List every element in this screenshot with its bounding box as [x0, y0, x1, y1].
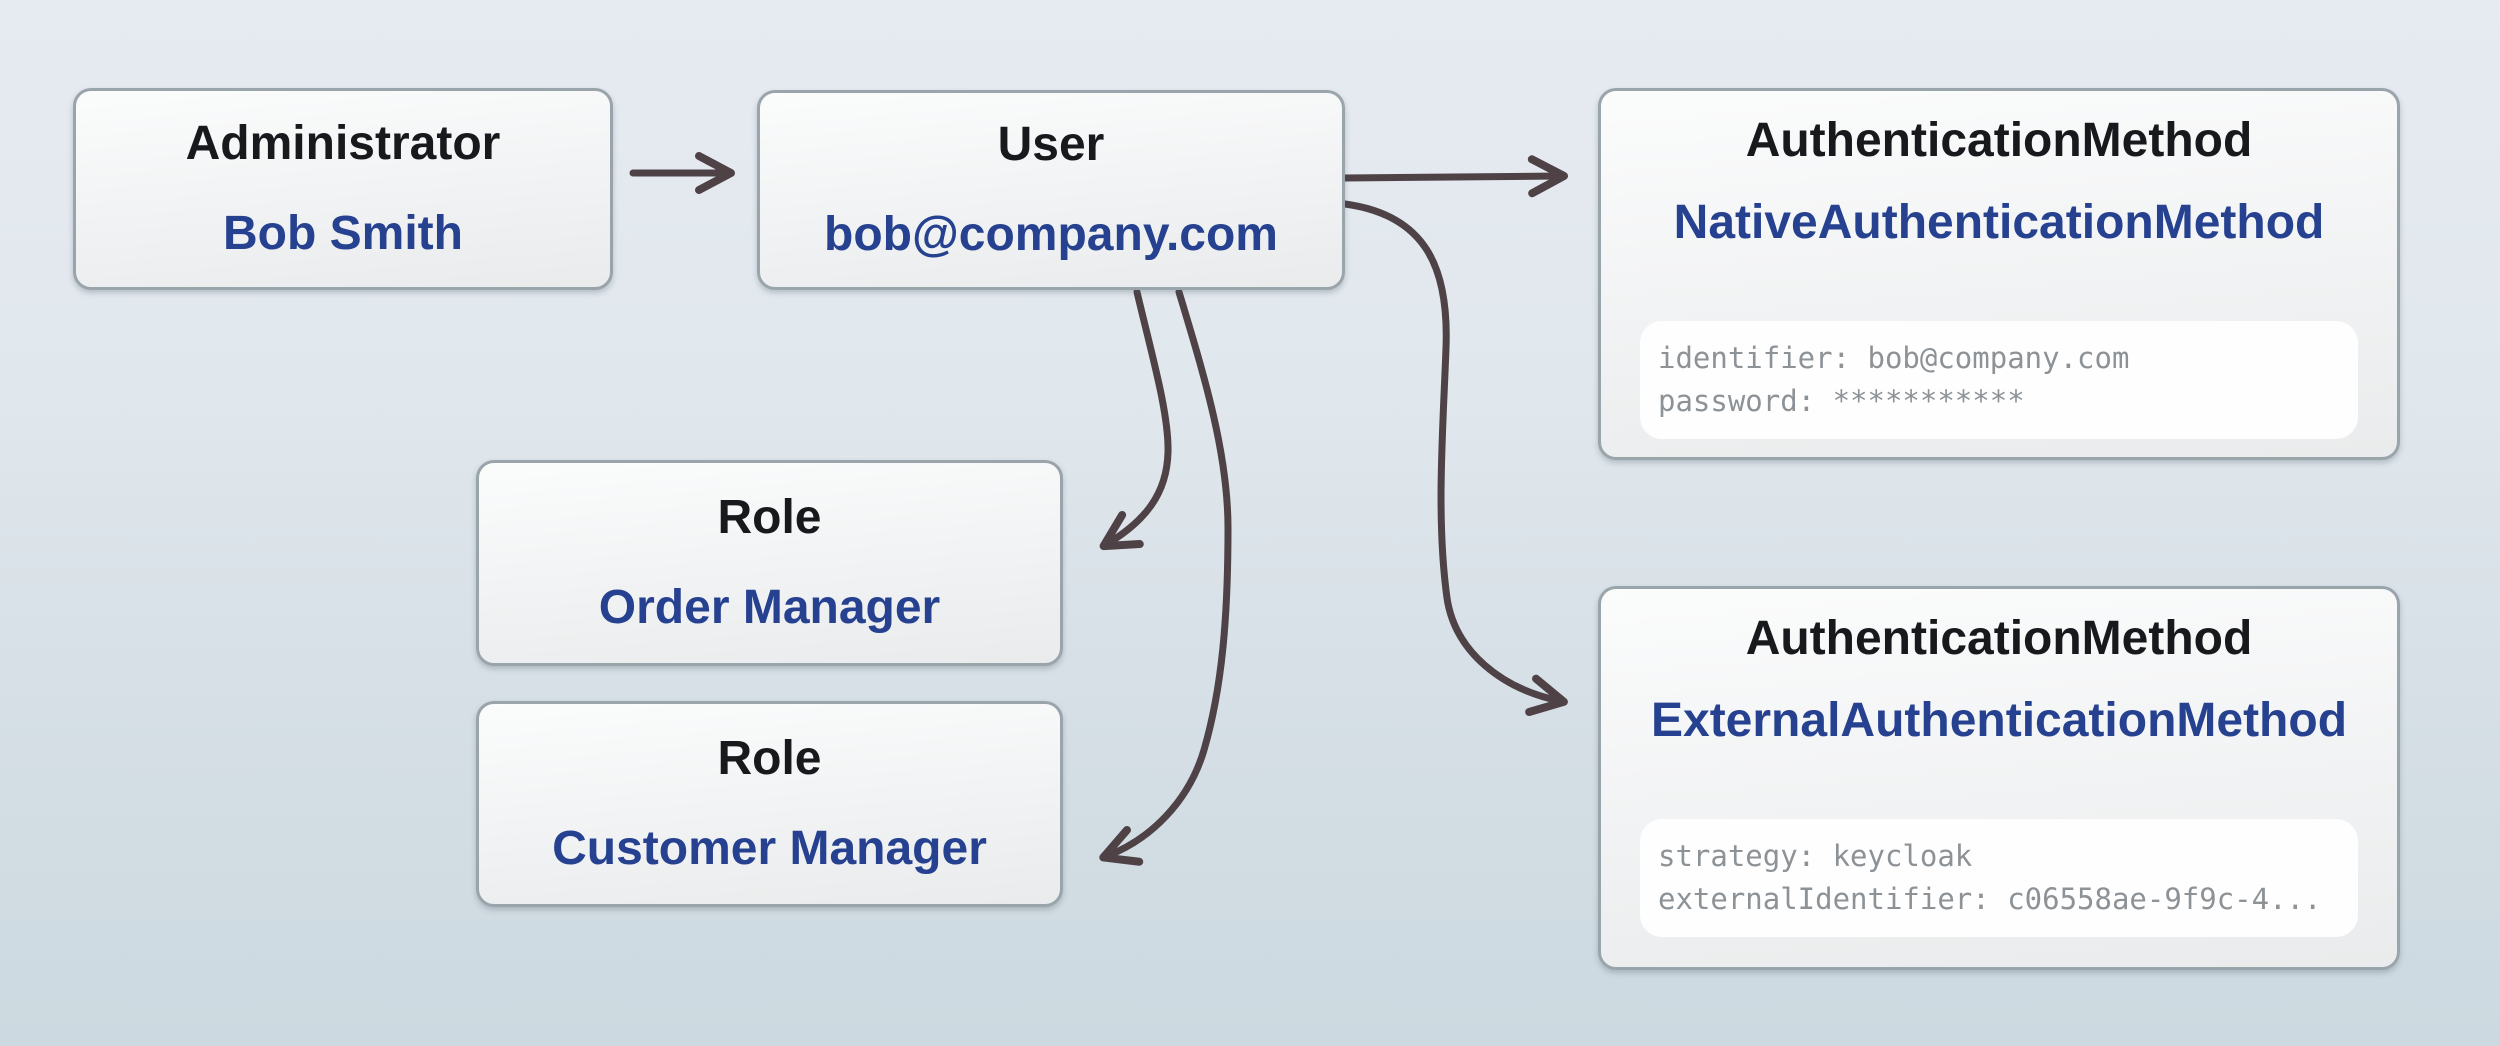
node-value-label: Bob Smith: [223, 207, 463, 260]
node-value-label: Customer Manager: [552, 822, 987, 875]
node-authentication-method-external: AuthenticationMethod ExternalAuthenticat…: [1598, 586, 2400, 970]
attributes-panel: strategy: keycloak externalIdentifier: c…: [1640, 819, 2358, 937]
node-value-label: bob@company.com: [824, 208, 1278, 261]
node-type-label: AuthenticationMethod: [1745, 114, 2253, 167]
node-type-label: User: [997, 118, 1105, 171]
attributes-panel: identifier: bob@company.com password: **…: [1640, 321, 2358, 439]
node-type-label: Administrator: [185, 117, 501, 170]
edge-user-to-order-role: [1099, 288, 1172, 551]
node-role-order-manager: Role Order Manager: [476, 460, 1063, 666]
node-value-label: Order Manager: [598, 581, 941, 634]
node-value-label: ExternalAuthenticationMethod: [1650, 694, 2348, 747]
node-user: User bob@company.com: [757, 90, 1345, 290]
node-type-label: Role: [717, 732, 822, 785]
edge-user-to-native-auth: [1341, 155, 1568, 198]
node-type-label: AuthenticationMethod: [1745, 612, 2253, 665]
attribute-identifier: identifier: bob@company.com: [1658, 341, 2130, 375]
attribute-password: password: ***********: [1658, 384, 2025, 418]
node-role-customer-manager: Role Customer Manager: [476, 701, 1063, 907]
node-administrator: Administrator Bob Smith: [73, 88, 613, 290]
node-value-label: NativeAuthenticationMethod: [1673, 196, 2325, 249]
attribute-external-identifier: externalIdentifier: c06558ae-9f9c-4...: [1658, 882, 2322, 916]
edge-user-to-customer-role: [1099, 288, 1232, 866]
attribute-strategy: strategy: keycloak: [1658, 839, 1973, 873]
edge-user-to-external-auth: [1341, 200, 1568, 716]
node-type-label: Role: [717, 491, 822, 544]
node-authentication-method-native: AuthenticationMethod NativeAuthenticatio…: [1598, 88, 2400, 460]
